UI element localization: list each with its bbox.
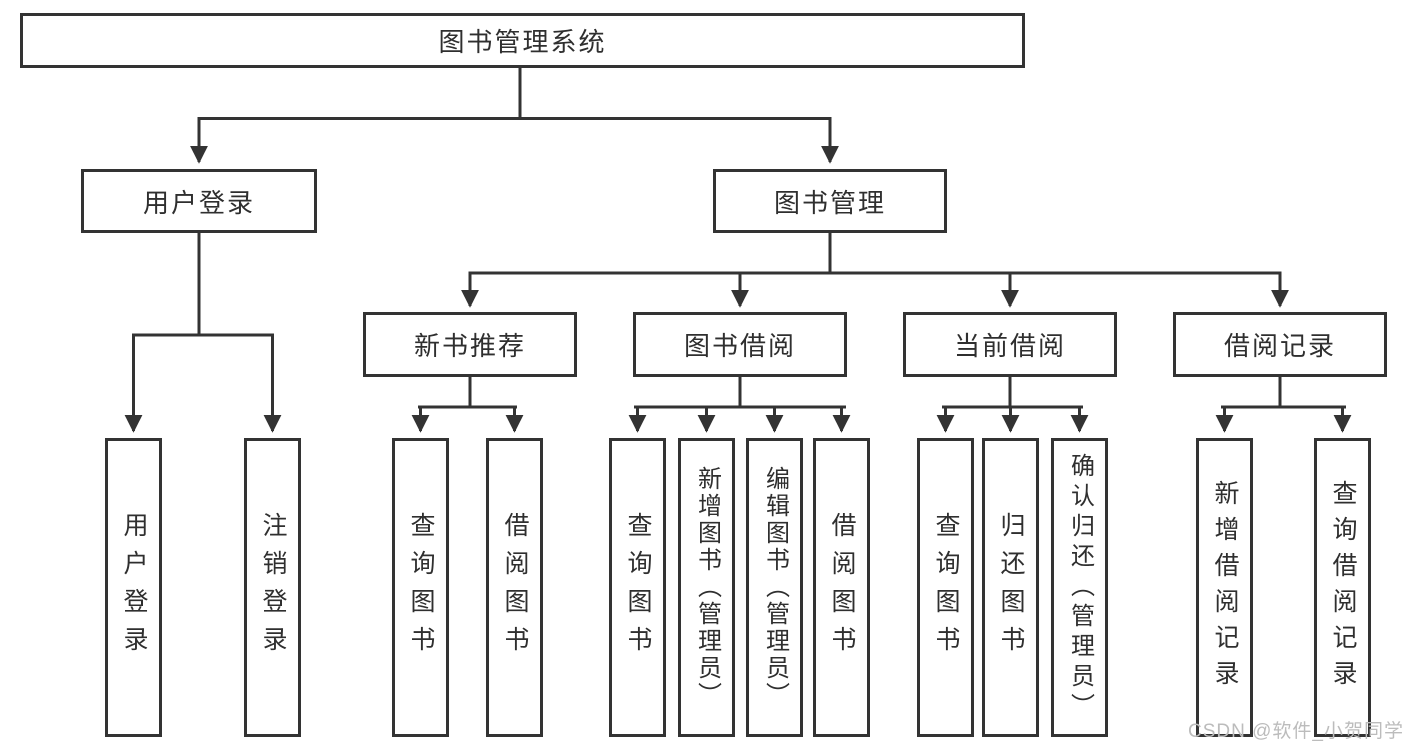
leaf-current-confirm-return-admin: 确认归还（管理员） [1051,438,1108,737]
leaf-newbook-query-books-label: 查询图书 [407,511,435,664]
node-user-login: 用户登录 [81,169,317,233]
leaf-newbook-borrow-books-label: 借阅图书 [501,511,529,664]
leaf-borrow-add-books-admin: 新增图书（管理员） [678,438,735,737]
leaf-user-login: 用户登录 [105,438,162,737]
leaf-borrow-query-books-label: 查询图书 [624,511,652,664]
leaf-borrow-edit-books-admin: 编辑图书（管理员） [746,438,803,737]
node-borrow-records-label: 借阅记录 [1223,331,1336,361]
leaf-current-return-books: 归还图书 [982,438,1039,737]
node-library-system-label: 图书管理系统 [438,27,607,57]
csdn-watermark: CSDN @软件_小贺同学 [1188,721,1404,742]
leaf-records-query-record-label: 查询借阅记录 [1329,479,1357,696]
leaf-records-query-record: 查询借阅记录 [1314,438,1371,737]
leaf-borrow-add-books-admin-label: 新增图书（管理员） [693,466,721,709]
node-book-mgmt: 图书管理 [713,169,947,233]
leaf-user-login-label: 用户登录 [120,511,148,664]
node-current-borrow-label: 当前借阅 [953,331,1066,361]
leaf-borrow-edit-books-admin-label: 编辑图书（管理员） [761,466,789,709]
leaf-current-confirm-return-admin-label: 确认归还（管理员） [1066,452,1094,723]
leaf-borrow-borrow-books: 借阅图书 [813,438,870,737]
node-borrow-records: 借阅记录 [1173,312,1387,377]
leaf-current-query-books-label: 查询图书 [932,511,960,664]
node-current-borrow: 当前借阅 [903,312,1117,377]
node-new-books: 新书推荐 [363,312,577,377]
leaf-newbook-query-books: 查询图书 [392,438,449,737]
node-book-mgmt-label: 图书管理 [773,187,886,218]
leaf-records-add-record: 新增借阅记录 [1196,438,1253,737]
node-book-borrow: 图书借阅 [633,312,847,377]
node-library-system: 图书管理系统 [20,13,1025,68]
leaf-logout-label: 注销登录 [259,511,287,664]
leaf-logout: 注销登录 [244,438,301,737]
leaf-current-query-books: 查询图书 [917,438,974,737]
node-new-books-label: 新书推荐 [413,331,526,361]
leaf-newbook-borrow-books: 借阅图书 [486,438,543,737]
leaf-borrow-borrow-books-label: 借阅图书 [828,511,856,664]
leaf-records-add-record-label: 新增借阅记录 [1211,479,1239,696]
leaf-current-return-books-label: 归还图书 [997,511,1025,664]
leaf-borrow-query-books: 查询图书 [609,438,666,737]
node-book-borrow-label: 图书借阅 [683,331,796,361]
node-user-login-label: 用户登录 [142,187,255,218]
